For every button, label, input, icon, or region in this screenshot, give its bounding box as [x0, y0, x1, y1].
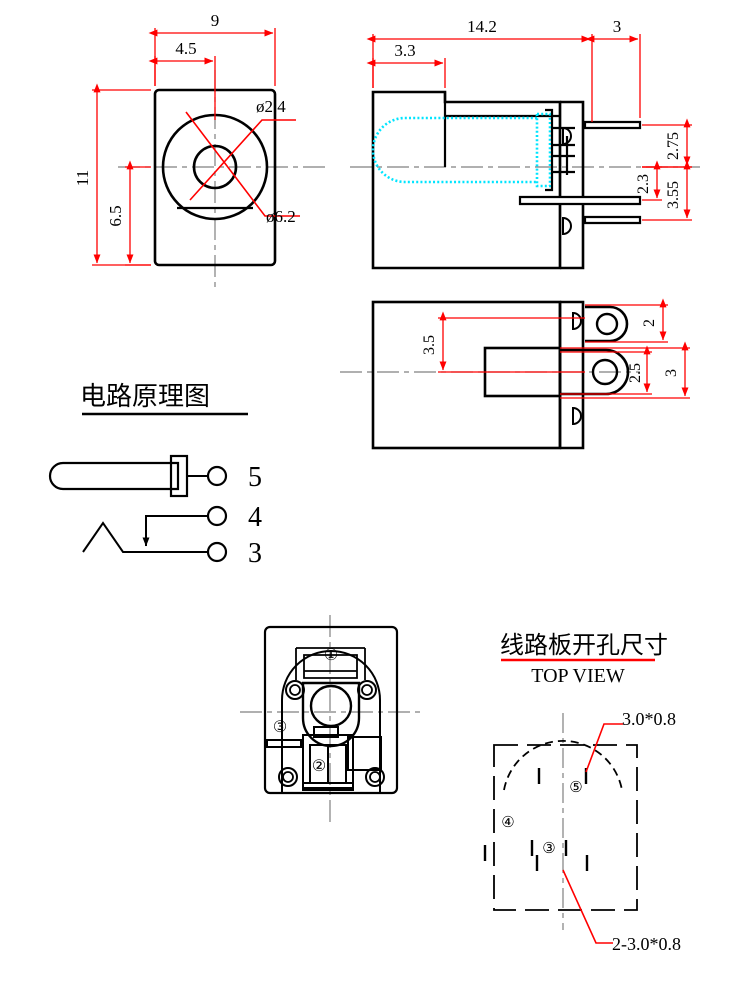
dim-front-center-y [125, 160, 151, 266]
dim-side-bottom-pin-label: 3.55 [665, 181, 682, 209]
dim-front-height [92, 83, 151, 266]
dim-side-total-length-label: 14.2 [467, 17, 497, 36]
circuit-schematic: 电路原理图 5 4 3 [48, 382, 262, 569]
dim-plan-b [585, 298, 668, 343]
dia-small-label: ø2.4 [256, 97, 286, 116]
front-view: 9 4.5 11 6.5 ø2.4 ø6.2 [73, 11, 330, 288]
bottom-view-terminal-block [302, 726, 354, 791]
pcb-title-cn: 线路板开孔尺寸 [500, 632, 668, 659]
side-view-pin-bottom [583, 215, 642, 225]
bottom-view: ① ③ ② [240, 615, 420, 822]
dia-large-label: ø6.2 [266, 207, 296, 226]
circuit-lead-4 [142, 515, 208, 547]
plan-view: 3.5 2 2.5 3 [340, 298, 690, 450]
pcb-callout-5: ⑤ [569, 780, 582, 796]
circuit-switch-arm [82, 521, 208, 553]
dim-side-mid-pin-label: 2.3 [635, 174, 652, 194]
pcb-title-en: TOP VIEW [531, 665, 625, 687]
dim-front-center-x [148, 56, 216, 120]
plan-view-tab-middle [560, 348, 630, 396]
dim-front-center-x-label: 4.5 [175, 39, 196, 58]
dim-front-width-label: 9 [211, 11, 220, 30]
side-view-pin-top [583, 120, 642, 130]
plan-view-tab-upper [585, 305, 629, 343]
pcb-leader-bottom [562, 869, 613, 944]
pcb-outline [493, 744, 638, 911]
bottom-view-callout-3: ③ [273, 719, 287, 736]
dim-plan-d-label: 3 [663, 369, 680, 377]
plan-view-tab-lower-notch [572, 406, 582, 426]
dim-side-flange [366, 58, 446, 88]
plan-view-body [371, 300, 562, 450]
plan-view-tab-upper-hole [595, 312, 619, 336]
circuit-terminal-3-label: 3 [248, 538, 262, 569]
dim-plan-a [438, 311, 585, 373]
pcb-callout-3: ③ [542, 841, 555, 857]
pcb-callout-4: ④ [501, 815, 514, 831]
bottom-view-centerlines [240, 615, 420, 822]
bottom-view-upper-slot [295, 647, 366, 680]
pcb-note-bottom: 2-3.0*0.8 [612, 934, 681, 954]
bottom-view-left-tab [266, 739, 302, 748]
side-view-plug-hidden [371, 116, 537, 184]
dim-plan-d [560, 341, 690, 399]
circuit-plug-body [48, 461, 180, 491]
side-view: 14.2 3 3.3 2.75 2.3 [350, 17, 700, 270]
dim-side-flange-label: 3.3 [394, 41, 415, 60]
dim-plan-b-label: 2 [641, 319, 658, 327]
circuit-terminal-4 [206, 505, 228, 527]
side-view-lug-top [562, 126, 572, 146]
circuit-terminal-5 [206, 465, 228, 487]
pcb-leader-top [585, 723, 623, 773]
dim-side-pin-reach [585, 34, 641, 118]
side-view-pin-middle [518, 195, 642, 206]
dim-front-height-label: 11 [73, 170, 92, 186]
bottom-view-callout-1: ① [324, 647, 338, 664]
circuit-terminal-4-label: 4 [248, 502, 262, 533]
bottom-view-right-pad [347, 736, 382, 771]
bottom-view-callout-2: ② [312, 758, 326, 775]
dim-front-center-y-label: 6.5 [106, 205, 125, 226]
bottom-view-housing [263, 625, 399, 795]
dim-side-pin-reach-label: 3 [613, 17, 622, 36]
bottom-view-shoulder [281, 649, 381, 793]
side-view-lug-bottom [562, 216, 572, 236]
pcb-barrel-arc [503, 740, 623, 791]
side-view-plug-collar-hidden [535, 112, 552, 188]
circuit-terminal-5-label: 5 [248, 462, 262, 493]
front-view-diameter-leaders [185, 111, 300, 217]
plan-view-tab-upper-notch [572, 311, 582, 331]
dim-side-top-pin-label: 2.75 [665, 132, 682, 160]
circuit-terminal-3 [206, 541, 228, 563]
dim-plan-a-label: 3.5 [421, 335, 438, 355]
front-view-centerlines [118, 70, 330, 288]
pcb-view: 线路板开孔尺寸 TOP VIEW ⑤ ③ ④ 3.0*0.8 [483, 632, 681, 954]
dim-plan-c [560, 345, 652, 395]
circuit-title: 电路原理图 [80, 382, 210, 411]
pcb-slot-3-group [530, 840, 589, 871]
front-view-inner-bore [192, 144, 238, 190]
dim-plan-c-label: 2.5 [627, 363, 644, 383]
bottom-view-bore-inner [309, 684, 353, 728]
pcb-note-top: 3.0*0.8 [622, 709, 676, 729]
bottom-view-mount-eyes [278, 680, 385, 787]
dim-side-bottom-pin [642, 160, 692, 221]
side-view-rear-wall [560, 100, 585, 270]
plan-view-tab-middle-hole [591, 358, 619, 386]
